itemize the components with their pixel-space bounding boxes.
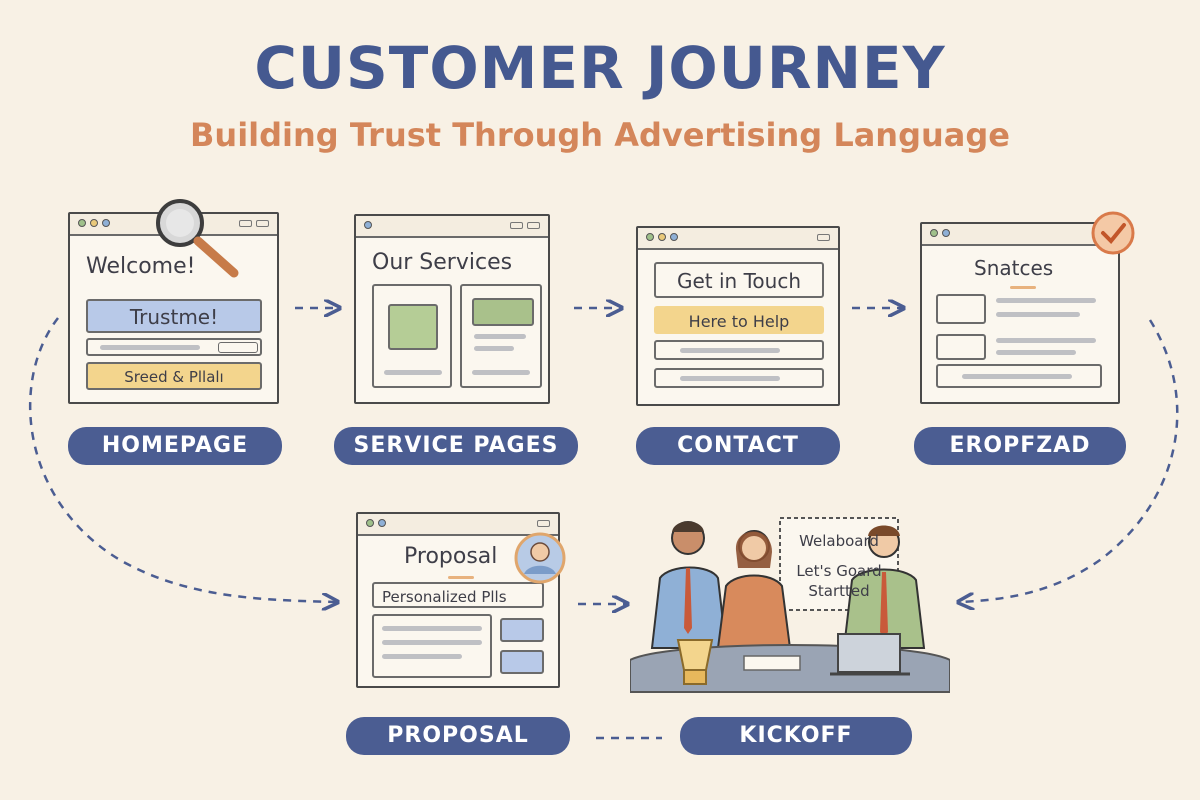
window-dot-icon [102,219,110,227]
window-dot-icon [90,219,98,227]
contact-window: Get in Touch Here to Help [636,226,840,406]
speed-banner-text: Sreed & Pllalı [124,368,224,386]
window-dot-icon [658,233,666,241]
page-subtitle: Building Trust Through Advertising Langu… [190,116,1010,154]
proposal-title-text: Proposal [404,544,498,569]
chat-icon [472,298,534,326]
window-control-icon [537,520,550,527]
window-control-icon [817,234,830,241]
window-control-icon [527,222,540,229]
homepage-label: HOMEPAGE [68,427,282,465]
here-to-help-text: Here to Help [688,312,790,331]
window-dot-icon [930,229,938,237]
window-titlebar [638,228,838,250]
window-titlebar [356,216,548,238]
personalized-text: Personalized Plls [382,588,507,606]
service-card [460,284,542,388]
kickoff-label: KICKOFF [680,717,912,755]
eropfzad-field [936,364,1102,388]
board-text-line2: Let's Goard [796,562,882,580]
window-titlebar [358,514,558,536]
board-text-line3: Startted [808,582,870,600]
eropfzad-window: Snatces [920,222,1120,404]
eropfzad-card [936,294,986,324]
service-card [372,284,452,388]
homepage-welcome-text: Welcome! [86,254,196,279]
proposal-label: PROPOSAL [346,717,570,755]
get-in-touch-text: Get in Touch [677,269,801,293]
homepage-input-bar [86,338,262,356]
window-control-icon [256,220,269,227]
window-dot-icon [78,219,86,227]
speed-banner: Sreed & Pllalı [86,362,262,390]
avatar-icon [514,532,566,584]
get-in-touch-box: Get in Touch [654,262,824,298]
proposal-content [372,614,492,678]
here-to-help-banner: Here to Help [654,306,824,334]
window-dot-icon [366,519,374,527]
window-dot-icon [364,221,372,229]
check-badge-icon [1091,211,1135,255]
window-titlebar [922,224,1118,246]
puzzle-icon [388,304,438,350]
board-text-line1: Welaboard [799,532,879,550]
trustme-banner-text: Trustme! [129,305,219,329]
contact-field [654,340,824,360]
eropfzad-card [936,334,986,360]
arrow-eropfzad-to-kickoff [960,319,1179,602]
service-pages-label: SERVICE PAGES [334,427,578,465]
proposal-button [500,618,544,642]
window-dot-icon [942,229,950,237]
window-control-icon [239,220,252,227]
services-title-text: Our Services [372,250,513,275]
window-dot-icon [670,233,678,241]
kickoff-meeting-illustration [630,517,950,693]
window-control-icon [510,222,523,229]
proposal-button [500,650,544,674]
personalized-banner: Personalized Plls [372,582,544,608]
services-window: Our Services [354,214,550,404]
eropfzad-label: EROPFZAD [914,427,1126,465]
window-dot-icon [646,233,654,241]
page-title: CUSTOMER JOURNEY [254,34,946,102]
contact-label: CONTACT [636,427,840,465]
trustme-banner: Trustme! [86,299,262,333]
contact-field [654,368,824,388]
eropfzad-title-text: Snatces [974,256,1054,280]
magnifier-icon [156,199,239,278]
window-dot-icon [378,519,386,527]
